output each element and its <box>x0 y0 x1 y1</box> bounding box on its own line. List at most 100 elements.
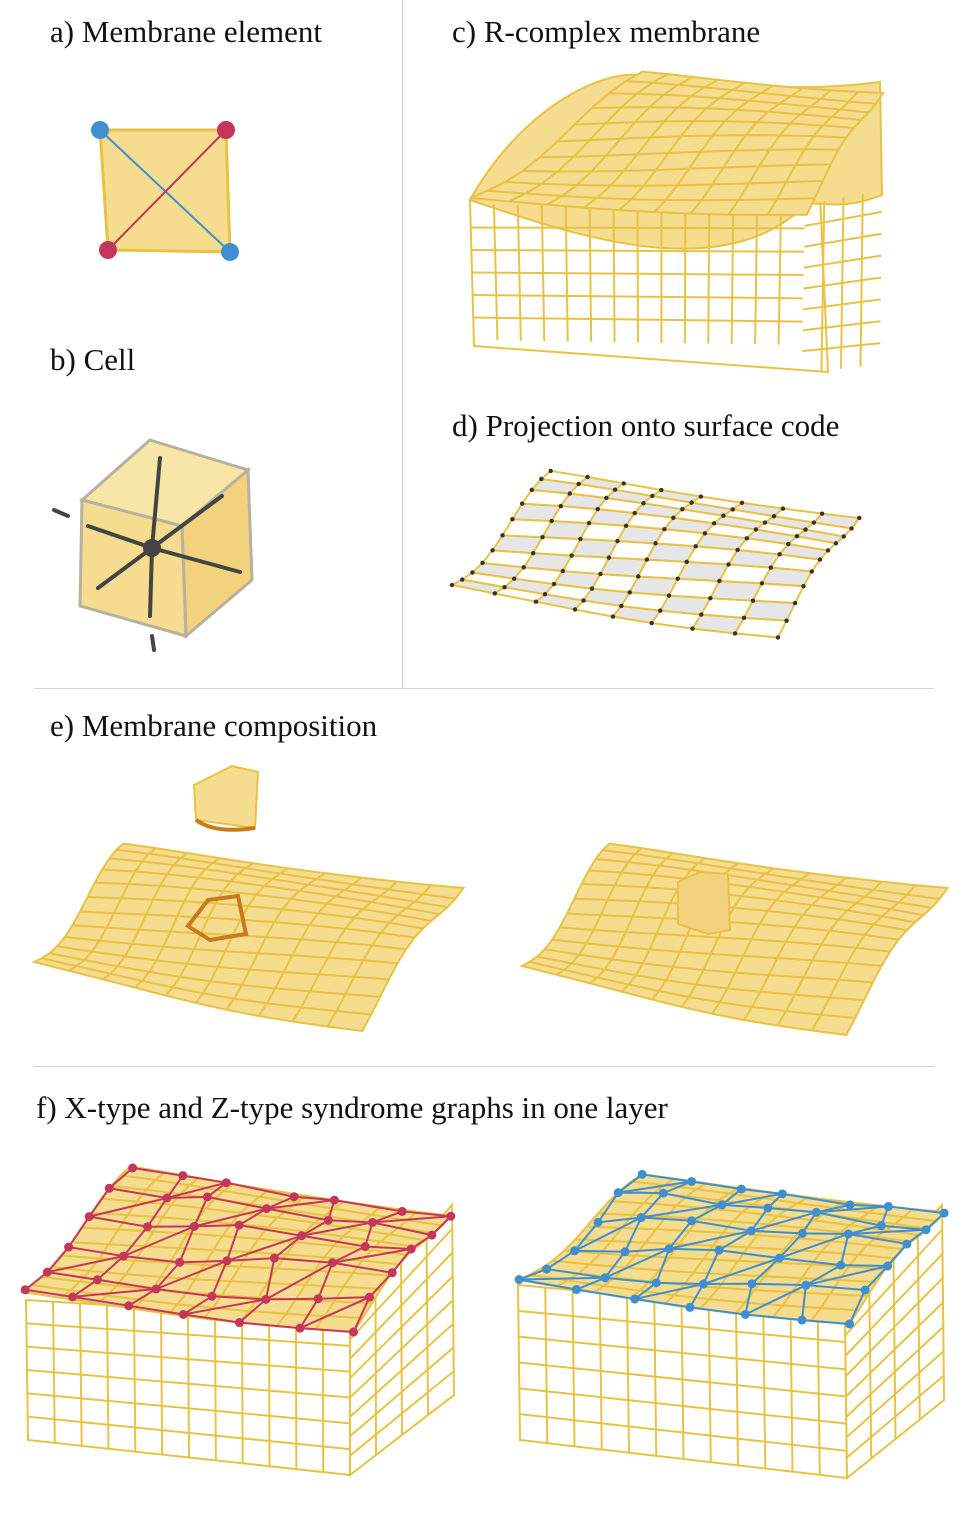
membrane-composition <box>31 764 950 1037</box>
z-syndrome-node <box>747 1279 757 1289</box>
qubit-dot <box>480 560 485 566</box>
qubit-dot <box>689 500 694 505</box>
x-syndrome-edge <box>193 1196 209 1227</box>
x-syndrome-node <box>178 1309 188 1319</box>
z-syndrome-edge <box>604 1247 670 1279</box>
qubit-dot <box>540 535 545 540</box>
z-syndrome-edge <box>703 1257 780 1286</box>
block-z-grid-line <box>845 1301 944 1398</box>
z-syndrome-edge <box>745 1313 803 1322</box>
z-syndrome-edge <box>668 1229 752 1250</box>
qubit-dot <box>449 582 455 588</box>
x-syndrome-edge <box>155 1259 228 1290</box>
z-syndrome-node <box>836 1260 846 1270</box>
qubit-dot <box>627 590 632 595</box>
membrane-grid-line <box>609 1200 920 1237</box>
x-syndrome-node <box>207 1291 217 1301</box>
membrane-grid-line <box>62 1254 391 1277</box>
z-syndrome-edge <box>839 1233 850 1266</box>
z-syndrome-edge <box>662 1180 693 1195</box>
membrane-grid-line <box>97 1177 200 1305</box>
z-syndrome-edge <box>617 1173 643 1194</box>
z-syndrome-edge <box>802 1232 849 1235</box>
x-syndrome-edge <box>207 1195 267 1210</box>
z-syndrome-node <box>717 1200 727 1210</box>
z-syndrome-node <box>698 1279 708 1289</box>
x-syndrome-edge <box>128 1304 184 1316</box>
block-grid-line <box>471 271 804 276</box>
x-syndrome-edge <box>318 1296 370 1300</box>
qubit-dot <box>623 523 629 528</box>
z-syndrome-node <box>921 1225 931 1235</box>
qubit-dot <box>585 474 590 480</box>
membrane-grid-line <box>557 134 847 143</box>
qubit-dot <box>589 586 595 591</box>
membrane-grid-line <box>164 862 254 997</box>
membrane-grid-line <box>575 1238 895 1260</box>
x-syndrome-edge <box>108 1167 134 1190</box>
x-syndrome-edge <box>368 1272 393 1298</box>
x-syndrome-edge <box>96 1255 125 1281</box>
z-syndrome-edge <box>576 1288 635 1301</box>
x-syndrome-edge <box>183 1298 267 1316</box>
z-syndrome-edge <box>849 1203 889 1208</box>
qubit-dot <box>502 584 507 590</box>
qubit-dot <box>750 598 756 603</box>
qubit-dot <box>732 631 738 636</box>
x-syndrome-node <box>327 1258 337 1268</box>
z-syndrome-node <box>658 1188 668 1198</box>
membrane-grid-line <box>772 1204 880 1318</box>
z-syndrome-node <box>714 1245 724 1255</box>
dual-edge <box>148 546 154 618</box>
x-syndrome-edge <box>365 1245 412 1251</box>
z-syndrome-edge <box>640 1192 665 1219</box>
x-syndrome-edge <box>299 1296 370 1330</box>
block-x-grid-line <box>349 1275 454 1379</box>
membrane-grid-line <box>508 73 669 203</box>
qubit-dot <box>671 515 676 520</box>
membrane-grid-line <box>529 1273 859 1312</box>
dual-edge <box>150 494 224 550</box>
x-syndrome-edge <box>68 1246 124 1258</box>
qubit-dot <box>650 493 655 499</box>
qubit-dot <box>708 596 713 601</box>
x-syndrome-node <box>20 1285 30 1295</box>
z-syndrome-node <box>687 1216 697 1226</box>
membrane-grid-line <box>727 89 832 216</box>
x-syndrome-edge <box>155 1288 213 1298</box>
z-syndrome-node <box>860 1285 870 1295</box>
z-syndrome-node <box>902 1239 912 1249</box>
qubit-dot <box>636 574 641 579</box>
block-z-grid-line <box>846 1374 945 1459</box>
x-syndrome-edge <box>226 1257 275 1262</box>
qubit-dot <box>604 495 609 501</box>
dual-edge-stub <box>150 634 156 652</box>
z-syndrome-node <box>637 1169 647 1179</box>
membrane-grid-line <box>698 1196 809 1310</box>
x-syndrome-node <box>42 1267 52 1277</box>
x-syndrome-node <box>360 1242 370 1252</box>
qubit-dot <box>521 565 526 570</box>
qubit-dot <box>530 550 536 556</box>
z-syndrome-node <box>600 1273 610 1283</box>
qubit-dot <box>586 520 592 526</box>
block-grid-line <box>472 294 804 300</box>
x-syndrome-edge <box>25 1288 73 1298</box>
membrane-grid-line <box>101 1197 426 1242</box>
panel-a-title: a) Membrane element <box>50 14 322 49</box>
x-syndrome-edge <box>372 1215 451 1224</box>
membrane-grid-line <box>810 884 917 1032</box>
x-syndrome-node <box>262 1204 272 1214</box>
z-syndrome-edge <box>718 1229 752 1252</box>
x-syndrome-node <box>367 1217 377 1227</box>
qubit-dot <box>819 511 825 516</box>
z-syndrome-edge <box>805 1265 888 1287</box>
qubit-dot <box>632 510 637 516</box>
membrane-grid-line <box>711 872 811 1015</box>
z-syndrome-edge <box>751 1211 817 1232</box>
membrane-grid-line <box>555 847 643 976</box>
z-syndrome-edge <box>801 1285 807 1321</box>
membrane-grid-line <box>546 76 694 206</box>
qubit-dot <box>500 533 505 538</box>
x-syndrome-edge <box>194 1224 240 1228</box>
